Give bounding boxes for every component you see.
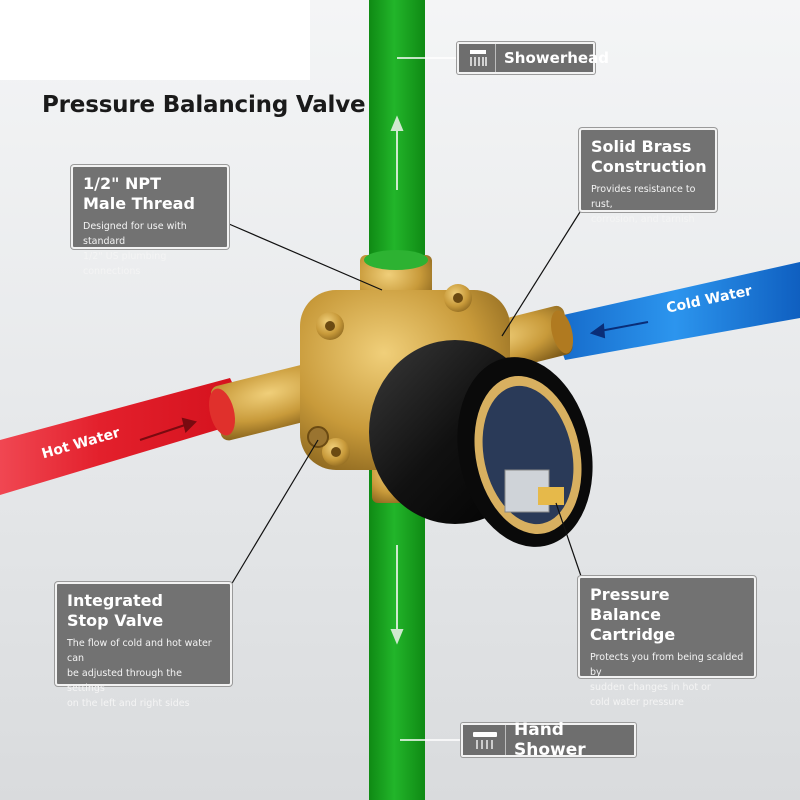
showerhead-label: Showerhead	[457, 42, 609, 74]
brass-leader	[501, 211, 581, 337]
stop-desc: The flow of cold and hot water can be ad…	[67, 638, 212, 709]
hand-shower-label: Hand Shower	[461, 720, 636, 760]
stop-leader	[230, 439, 319, 586]
npt-leader	[228, 223, 383, 291]
hot-arrow	[139, 417, 197, 441]
brass-desc: Provides resistance to rust, corrosion, …	[591, 184, 696, 225]
npt-desc: Designed for use with standard 1/2" US p…	[83, 221, 187, 277]
stop-title: Integrated Stop Valve	[67, 591, 164, 630]
brass-title: Solid Brass Construction	[591, 137, 707, 176]
cold-water-band	[550, 262, 800, 360]
cartridge-title: Pressure Balance Cartridge	[590, 585, 676, 644]
cartridge-desc: Protects you from being scalded by sudde…	[590, 652, 744, 708]
white-corner-panel	[0, 0, 310, 80]
showerhead-text: Showerhead	[504, 49, 609, 67]
cartridge-leader	[555, 502, 583, 580]
callout-leaders	[228, 211, 583, 586]
hand-shower-text: Hand Shower	[514, 720, 586, 760]
stop-valve-callout: Integrated Stop Valve The flow of cold a…	[55, 582, 232, 709]
page-title: Pressure Balancing Valve	[42, 92, 366, 118]
hand-shower-icon	[471, 725, 506, 755]
down-arrow-icon	[390, 545, 404, 645]
hot-water-band	[0, 378, 250, 495]
cartridge-callout: Pressure Balance Cartridge Protects you …	[578, 576, 756, 708]
showerhead-icon	[467, 44, 496, 72]
up-arrow-icon	[390, 115, 404, 190]
npt-title: 1/2" NPT Male Thread	[83, 174, 195, 213]
cold-arrow	[589, 321, 649, 339]
black-cartridge-cover	[369, 340, 593, 547]
brass-callout: Solid Brass Construction Provides resist…	[579, 128, 717, 225]
npt-callout: 1/2" NPT Male Thread Designed for use wi…	[71, 165, 229, 277]
